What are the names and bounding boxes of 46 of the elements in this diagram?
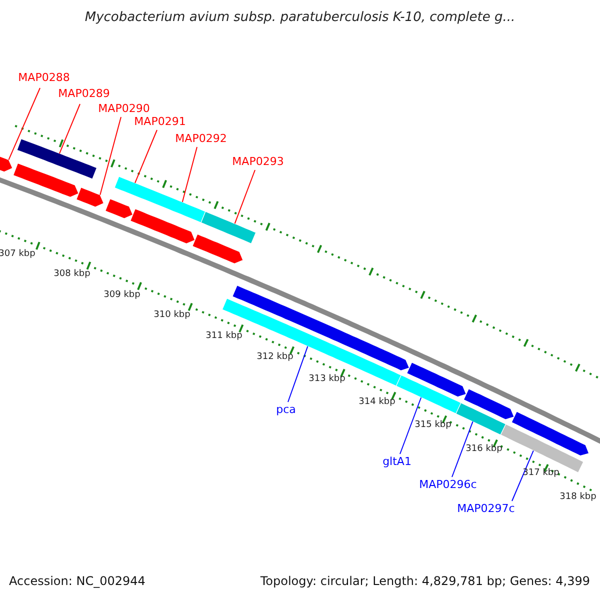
gene-block [511,411,590,456]
scale-label: 309 kbp [104,291,140,300]
gene-label: MAP0290 [98,103,150,114]
gene-block [192,234,244,264]
scale-label: 315 kbp [414,421,452,430]
leader-line [59,104,80,154]
gene-block [0,155,13,172]
scale-label: 311 kbp [206,332,242,341]
scale-label: 312 kbp [256,353,294,362]
scale-label: 308 kbp [54,270,90,279]
gene-bar [222,298,402,386]
gene-bar [200,211,256,244]
gene-label: MAP0291 [134,116,186,127]
gene-block [12,162,79,198]
gene-label: pca [276,404,296,415]
scale-label: 316 kbp [466,445,502,454]
leader-line [134,130,158,184]
gene-label: MAP0297c [457,503,515,514]
gene-block [463,388,514,420]
gene-bar [16,138,98,180]
leader-line [100,116,122,196]
leader-line [452,421,474,478]
gene-bar [396,374,462,414]
footer-text: Topology: circular; Length: 4,829,781 bp; Genes: 4,399 [260,575,590,587]
gene-block [104,198,134,219]
gene-label: MAP0296c [419,479,477,490]
gene-label: MAP0288 [18,72,70,83]
leader-line [512,450,534,502]
gene-label: MAP0289 [58,88,110,99]
scale-label: 313 kbp [308,375,346,384]
gene-bar [456,402,506,436]
scale-label: 318 kbp [560,493,596,502]
gene-block [406,362,467,398]
leader-line [8,88,40,160]
gene-label: gltA1 [382,456,412,467]
gene-label: MAP0292 [175,133,227,144]
title-text: Mycobacterium avium subsp. paratuberculosis K-10, complete g... [84,11,516,24]
footer-text: Accession: NC_002944 [9,575,146,587]
scale-label: 310 kbp [154,311,190,320]
gene-block [130,208,196,244]
gene-bar [114,176,206,223]
gene-label: MAP0293 [232,156,284,167]
leader-line [182,146,198,202]
leader-line [288,346,308,402]
scale-label: 314 kbp [358,398,396,407]
gene-block [76,187,104,208]
